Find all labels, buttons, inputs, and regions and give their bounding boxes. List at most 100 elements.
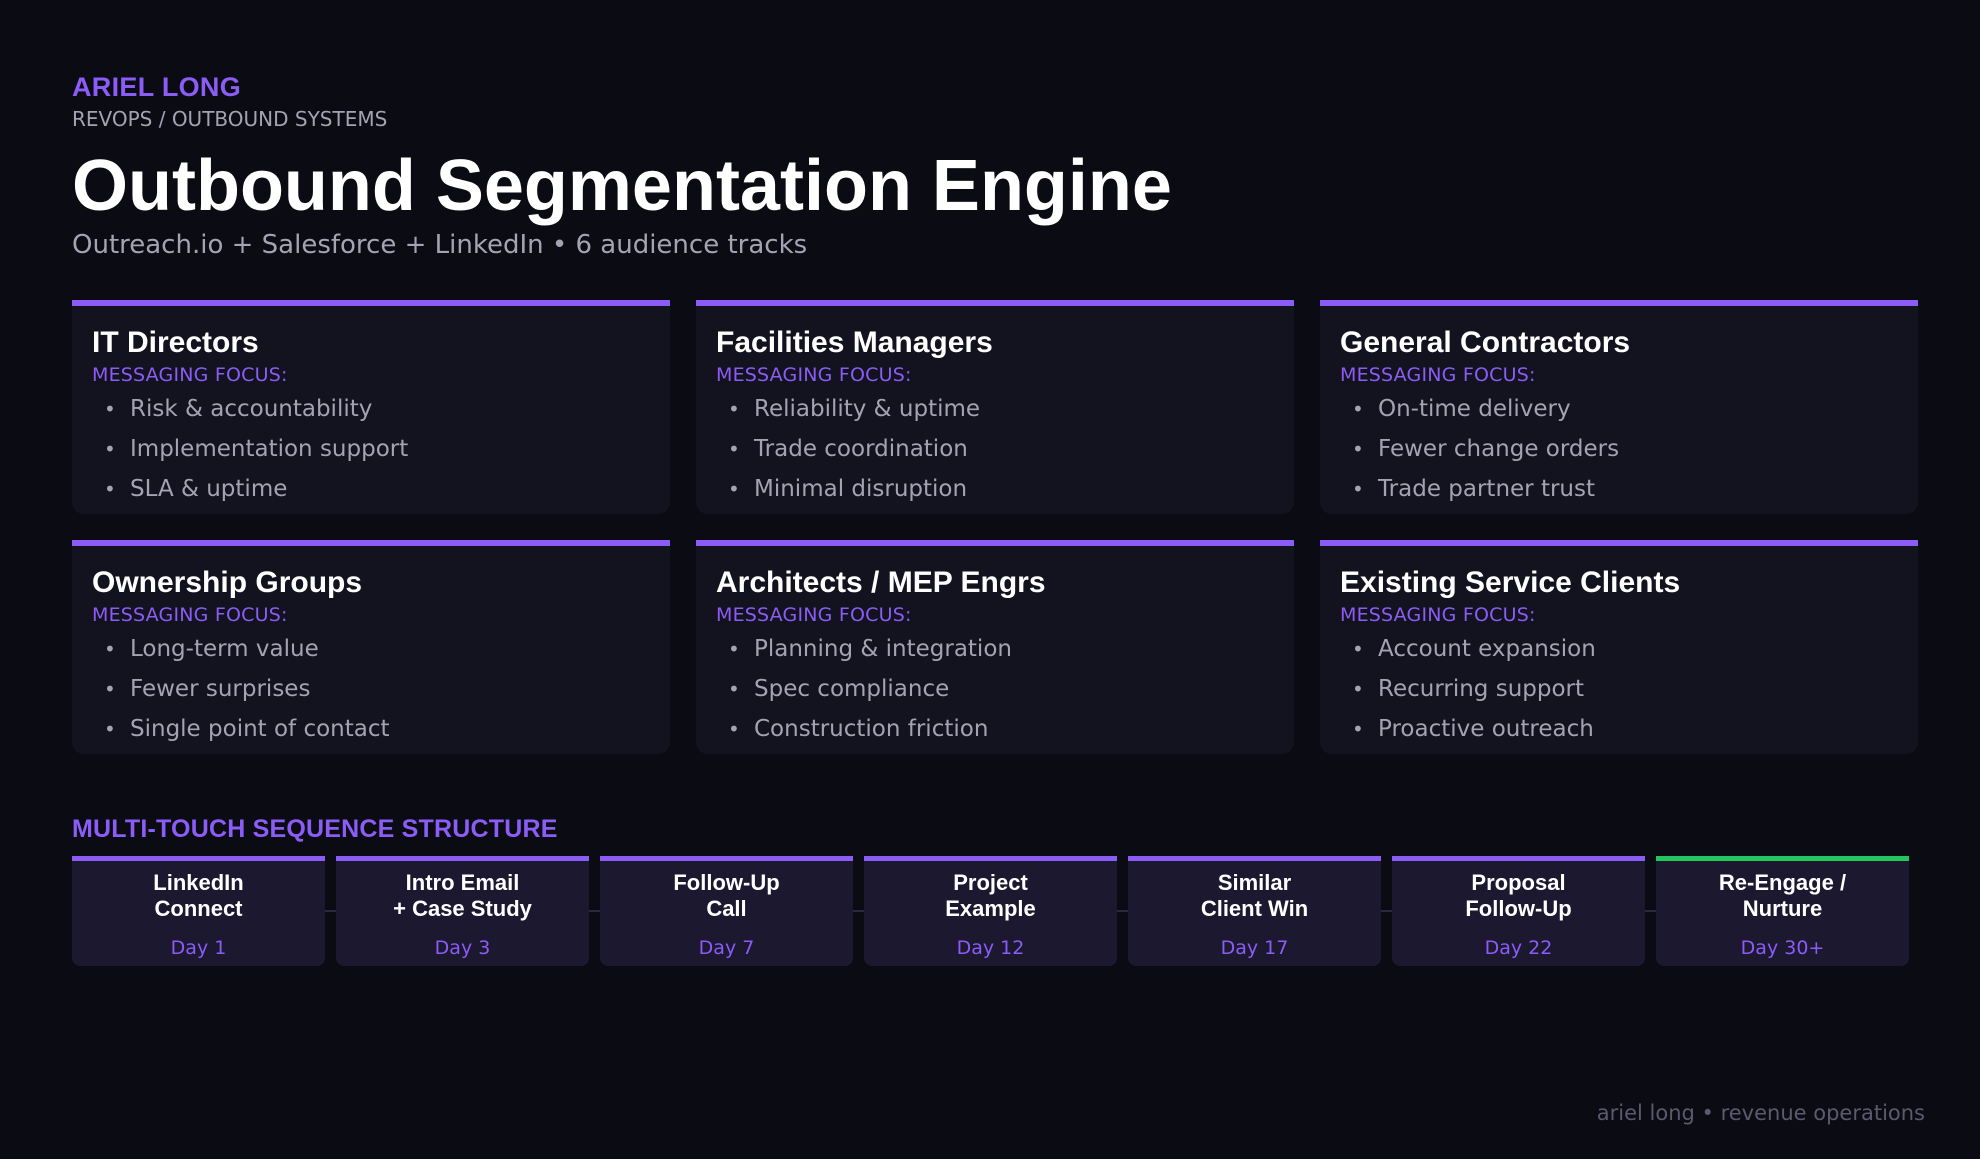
bullet-icon: •: [1352, 477, 1364, 501]
sequence-timeline: LinkedIn Connect Day 1 Intro Email + Cas…: [72, 856, 1918, 966]
page-subtitle: Outreach.io + Salesforce + LinkedIn • 6 …: [72, 230, 808, 260]
step-connector: [1645, 910, 1656, 912]
bullet-icon: •: [104, 677, 116, 701]
list-item: • Risk & accountability: [92, 389, 650, 429]
focus-point: Recurring support: [1378, 676, 1585, 702]
step-title: Follow-Up Call: [673, 870, 780, 921]
list-item: •Minimal disruption: [716, 469, 1274, 509]
focus-point: Minimal disruption: [754, 476, 968, 502]
focus-point: Fewer surprises: [130, 676, 311, 702]
focus-list: • Reliability & uptime • Trade coordinatio…: [716, 389, 1274, 509]
step-title: Similar Client Win: [1200, 870, 1309, 921]
focus-list: •Planning & integration • Spec compliance…: [716, 629, 1274, 749]
step-title: Project Example: [945, 870, 1036, 921]
list-item: •Construction friction: [716, 709, 1274, 749]
step-connector: [853, 910, 864, 912]
bullet-icon: •: [104, 637, 116, 661]
segment-card: Architects / MEP Engrs MESSAGING FOCUS: …: [696, 540, 1294, 754]
sequence-step: Follow-Up Call Day 7: [600, 856, 853, 966]
list-item: • Spec compliance: [716, 669, 1274, 709]
list-item: • Account expansion: [1340, 629, 1898, 669]
sequence-step: LinkedIn Connect Day 1: [72, 856, 325, 966]
page: ARIEL LONG REVOPS / OUTBOUND SYSTEMS Out…: [72, 72, 1918, 966]
list-item: • Trade partner trust: [1340, 469, 1898, 509]
focus-point: Trade coordination: [754, 436, 968, 462]
brand-name: ARIEL LONG: [72, 72, 242, 102]
focus-point: Trade partner trust: [1378, 476, 1595, 502]
list-item: •Planning & integration: [716, 629, 1274, 669]
step-connector: [1117, 910, 1128, 912]
page-title: Outbound Segmentation Engine: [72, 146, 1172, 226]
bullet-icon: •: [104, 437, 116, 461]
focus-point: Fewer change orders: [1378, 436, 1620, 462]
focus-point: SLA & uptime: [130, 476, 288, 502]
step-day: Day 12: [956, 937, 1025, 959]
focus-point: Long-term value: [130, 636, 319, 662]
bullet-icon: •: [104, 717, 116, 741]
step-day: Day 30+: [1740, 937, 1825, 959]
segment-grid: IT Directors MESSAGING FOCUS: • Risk & ac…: [72, 300, 1918, 754]
list-item: • Trade coordination: [716, 429, 1274, 469]
sequence-heading: MULTI-TOUCH SEQUENCE STRUCTURE: [72, 815, 558, 843]
focus-label: MESSAGING FOCUS:: [716, 364, 912, 386]
step-title: Intro Email + Case Study: [393, 870, 532, 921]
focus-label: MESSAGING FOCUS:: [92, 364, 288, 386]
list-item: • SLA & uptime: [92, 469, 650, 509]
bullet-icon: •: [728, 637, 740, 661]
bullet-icon: •: [104, 477, 116, 501]
segment-title: IT Directors: [92, 326, 259, 359]
list-item: • Single point of contact: [92, 709, 650, 749]
step-day: Day 17: [1220, 937, 1289, 959]
focus-label: MESSAGING FOCUS:: [1340, 604, 1536, 626]
focus-point: Implementation support: [130, 436, 409, 462]
focus-label: MESSAGING FOCUS:: [1340, 364, 1536, 386]
step-title: Proposal Follow-Up: [1465, 870, 1572, 921]
list-item: • Proactive outreach: [1340, 709, 1898, 749]
focus-label: MESSAGING FOCUS:: [92, 604, 288, 626]
bullet-icon: •: [728, 397, 740, 421]
sequence-step: Similar Client Win Day 17: [1128, 856, 1381, 966]
focus-point: Account expansion: [1378, 636, 1596, 662]
step-day: Day 7: [698, 937, 755, 959]
sequence-step-final: Re-Engage / Nurture Day 30+: [1656, 856, 1909, 966]
list-item: • Long-term value: [92, 629, 650, 669]
sequence-step: Intro Email + Case Study Day 3: [336, 856, 589, 966]
focus-label: MESSAGING FOCUS:: [716, 604, 912, 626]
segment-title: Ownership Groups: [92, 566, 363, 599]
focus-point: Spec compliance: [754, 676, 950, 702]
focus-list: • Long-term value • Fewer surprises • Singl…: [92, 629, 650, 749]
step-connector: [1381, 910, 1392, 912]
segment-title: Architects / MEP Engrs: [716, 566, 1046, 599]
footer-credit: ariel long • revenue operations: [1596, 1101, 1925, 1125]
step-connector: [325, 910, 336, 912]
segment-title: General Contractors: [1340, 326, 1631, 359]
bullet-icon: •: [104, 397, 116, 421]
list-item: • Fewer surprises: [92, 669, 650, 709]
step-day: Day 1: [170, 937, 227, 959]
list-item: •On-time delivery: [1340, 389, 1898, 429]
step-title: Re-Engage / Nurture: [1718, 870, 1847, 921]
bullet-icon: •: [728, 437, 740, 461]
list-item: • Implementation support: [92, 429, 650, 469]
bullet-icon: •: [1352, 397, 1364, 421]
segment-card: Facilities Managers MESSAGING FOCUS: •Re…: [696, 300, 1294, 514]
bullet-icon: •: [728, 677, 740, 701]
focus-point: Risk & accountability: [130, 396, 373, 422]
step-connector: [589, 910, 600, 912]
focus-list: • Account expansion •Recurring support • P…: [1340, 629, 1898, 749]
focus-list: •On-time delivery • Fewer change orders •…: [1340, 389, 1898, 509]
bullet-icon: •: [1352, 637, 1364, 661]
focus-point: Reliability & uptime: [754, 396, 981, 422]
step-day: Day 22: [1484, 937, 1553, 959]
bullet-icon: •: [1352, 717, 1364, 741]
focus-point: Single point of contact: [130, 716, 390, 742]
list-item: •Recurring support: [1340, 669, 1898, 709]
segment-card: IT Directors MESSAGING FOCUS: • Risk & ac…: [72, 300, 670, 514]
org-label: REVOPS / OUTBOUND SYSTEMS: [72, 107, 388, 131]
bullet-icon: •: [1352, 437, 1364, 461]
focus-list: • Risk & accountability • Implementation s…: [92, 389, 650, 509]
focus-point: Construction friction: [754, 716, 989, 742]
sequence-step: Project Example Day 12: [864, 856, 1117, 966]
focus-point: Proactive outreach: [1378, 716, 1594, 742]
step-title: LinkedIn Connect: [153, 870, 244, 921]
